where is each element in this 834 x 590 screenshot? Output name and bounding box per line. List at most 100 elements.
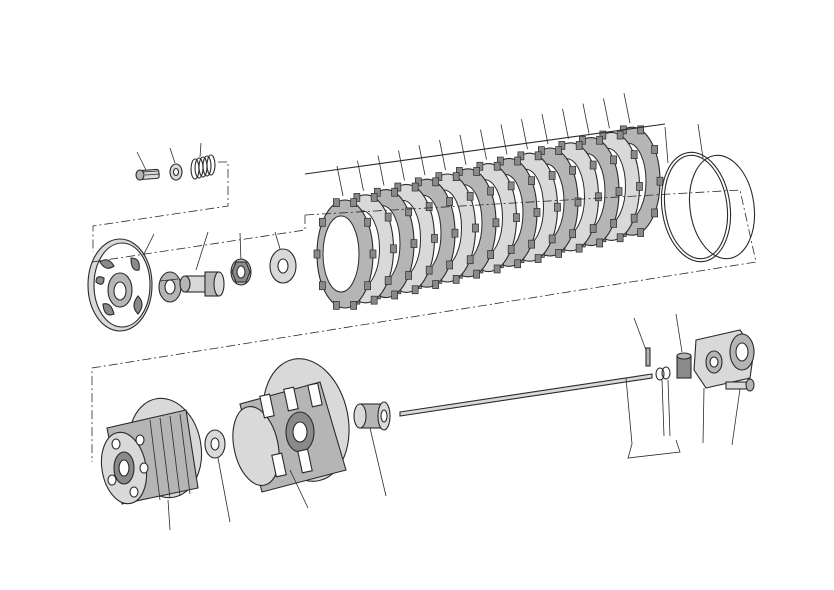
washer-large (269, 248, 297, 284)
plate-tooth (513, 213, 520, 222)
plate-tooth (575, 141, 583, 150)
plate-tooth (589, 224, 597, 233)
plate-tooth (364, 217, 372, 227)
plate-tooth (473, 167, 481, 176)
plate-tooth (452, 172, 460, 181)
plate-tooth (446, 260, 454, 270)
plate-tooth (534, 254, 542, 263)
plate-tooth (350, 301, 358, 310)
plate-leader-line (562, 108, 569, 139)
pressure-plate (87, 238, 153, 332)
plate-tooth (384, 212, 392, 222)
plate-tooth (548, 171, 556, 180)
plate-tooth (369, 249, 377, 259)
plate-tooth (555, 146, 563, 155)
plate-tooth (405, 207, 413, 217)
bushing (353, 401, 391, 431)
assembly-bracket-stack (91, 189, 757, 462)
wire-ring-1 (660, 151, 732, 263)
plate-leader-line (336, 165, 344, 197)
plate-tooth (473, 269, 481, 279)
plate-leader-line (357, 160, 364, 191)
plate-leader-line (582, 103, 590, 134)
plate-tooth (569, 165, 577, 175)
plate-leader-line (439, 139, 446, 171)
plate-leader-line (603, 98, 610, 129)
plate-tooth (432, 280, 440, 289)
plate-tooth (391, 290, 399, 300)
nut (230, 258, 252, 286)
plate-leader-line (541, 113, 549, 145)
plate-leader-line (500, 124, 508, 155)
plate-tooth (595, 192, 602, 202)
plate-tooth (610, 155, 618, 165)
plate-leader-line (521, 119, 528, 150)
plate-tooth (533, 208, 541, 217)
plate-leader-line (480, 129, 487, 160)
plate-tooth (452, 275, 460, 284)
plate-tooth (364, 281, 372, 291)
plate-tooth (637, 228, 645, 237)
clutch-basket (232, 358, 350, 493)
plate-tooth (507, 181, 515, 191)
plate-tooth (651, 208, 659, 218)
bracket-pushrod (625, 377, 681, 459)
wire-ring-2 (688, 154, 756, 260)
bolt-small (135, 168, 161, 181)
plate-tooth (370, 295, 378, 305)
plate-tooth (555, 249, 563, 258)
plate-tooth (487, 186, 495, 196)
plate-leader-line (377, 155, 385, 186)
plate-tooth (630, 213, 638, 223)
plate-tooth (574, 197, 582, 207)
plate-tooth (589, 160, 597, 170)
plate-tooth (534, 151, 542, 161)
plate-tooth (446, 197, 454, 206)
plate-tooth (636, 182, 643, 191)
plate-leader-line (623, 93, 631, 124)
plate-tooth (313, 249, 321, 259)
thrust-washer (204, 429, 226, 459)
leader-lines-upper-left (136, 142, 282, 271)
plate-tooth (569, 229, 577, 239)
plate-leader-line (459, 134, 467, 165)
plate-leader-line (398, 150, 405, 181)
clutch-spring (190, 154, 216, 180)
plate-tooth (493, 161, 501, 171)
plate-tooth (596, 135, 604, 145)
plate-tooth (493, 264, 501, 274)
plate-tooth (432, 177, 440, 187)
plate-tooth (615, 187, 623, 196)
bearing (158, 271, 182, 303)
leader-lines-rings (664, 123, 704, 164)
plate-tooth (425, 202, 433, 212)
small-pin (645, 347, 651, 367)
plate-tooth (466, 191, 474, 201)
plate-tooth (405, 270, 413, 280)
plate-tooth (332, 198, 340, 207)
o-rings (655, 366, 671, 381)
plate-tooth (431, 234, 438, 243)
plate-tooth (411, 285, 419, 295)
plate-tooth (616, 130, 624, 140)
plate-tooth (528, 239, 536, 249)
plate-tooth (656, 176, 664, 186)
plate-tooth (466, 255, 474, 265)
plate-tooth (528, 176, 536, 186)
plate-tooth (318, 217, 326, 227)
plate-tooth (610, 218, 618, 228)
plate-tooth (451, 228, 459, 238)
plate-tooth (410, 239, 418, 248)
plate-tooth (554, 202, 561, 212)
plate-tooth (318, 281, 326, 291)
slave-piston (676, 352, 692, 379)
plate-leader-line (418, 145, 426, 176)
friction-plate (313, 198, 377, 310)
plate-tooth (514, 156, 522, 166)
plate-tooth (391, 187, 399, 197)
mounting-bolt (725, 378, 755, 392)
inner-hub (100, 397, 203, 505)
slave-cylinder (693, 329, 755, 389)
plate-tooth (370, 193, 378, 202)
